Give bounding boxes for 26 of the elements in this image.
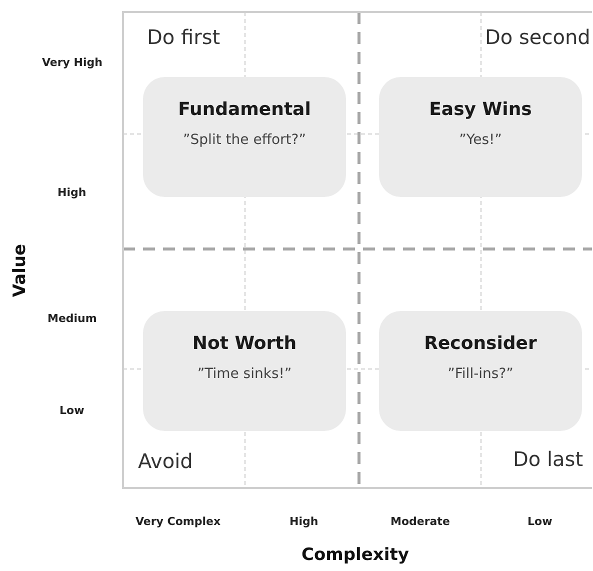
- axis-tick-label: Very High: [42, 56, 102, 68]
- quadrant-label: Avoid: [138, 451, 193, 471]
- axis-tick-label: Low: [528, 516, 552, 526]
- quadrant-card: [143, 77, 346, 197]
- axis-title: Value: [12, 243, 29, 297]
- axis-tick-label: Low: [60, 404, 84, 416]
- quadrant-title: Reconsider: [424, 333, 537, 354]
- quadrant-label: Do first: [147, 27, 220, 47]
- quadrant-card: [379, 311, 582, 431]
- axis-tick-label: High: [58, 186, 86, 198]
- quadrant-card: [143, 311, 346, 431]
- axis-tick-label: Very Complex: [136, 516, 221, 526]
- quadrant-label: Do second: [485, 27, 590, 47]
- quadrant-note: ”Fill-ins?”: [448, 366, 514, 382]
- quadrant-note: ”Split the effort?”: [183, 132, 306, 148]
- quadrant-title: Fundamental: [178, 99, 311, 120]
- quadrant-card: [379, 77, 582, 197]
- axis-tick-label: High: [290, 516, 318, 526]
- quadrant-note: ”Time sinks!”: [197, 366, 292, 382]
- axis-tick-label: Medium: [48, 312, 97, 324]
- axis-tick-label: Moderate: [390, 516, 450, 526]
- quadrant-title: Easy Wins: [429, 99, 532, 120]
- quadrant-label: Do last: [513, 449, 584, 469]
- quadrant-note: ”Yes!”: [459, 132, 502, 148]
- axis-title: Complexity: [302, 546, 409, 564]
- quadrant-title: Not Worth: [192, 333, 297, 354]
